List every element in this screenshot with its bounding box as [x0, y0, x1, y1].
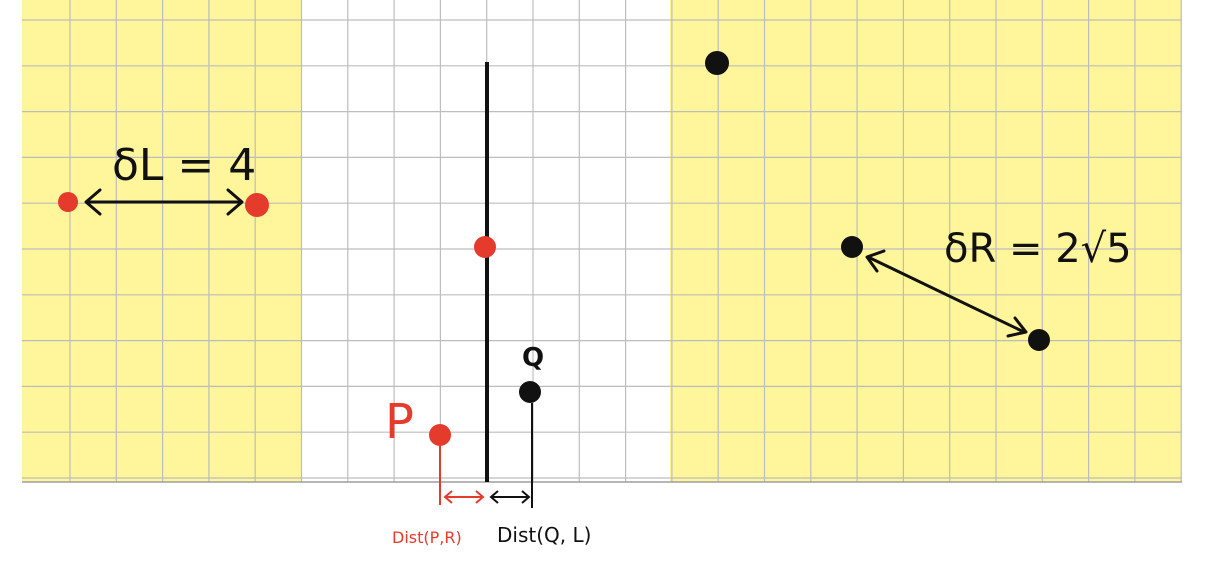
right-half-highlight	[670, 0, 1182, 482]
point-p-label: P	[385, 394, 414, 450]
right-point-a	[841, 236, 863, 258]
left-point-a	[58, 192, 78, 212]
point-q-label: Q	[522, 343, 544, 373]
dist-p-label: Dist(P,R)	[392, 528, 462, 547]
grid	[22, 0, 1182, 482]
dist-q-arrowhead-right	[521, 490, 531, 504]
dist-q-label: Dist(Q, L)	[497, 523, 591, 547]
dist-p-arrowhead-left	[443, 490, 453, 504]
delta-right-label: δR = 2√5	[944, 226, 1132, 272]
dist-p-arrowhead-right	[475, 490, 485, 504]
point-p	[429, 424, 451, 446]
point-q	[519, 381, 541, 403]
left-point-b	[245, 193, 269, 217]
delta-left-label: δL = 4	[112, 140, 256, 191]
dist-q-arrowhead-left	[489, 490, 499, 504]
delta-left-arrowhead-left	[84, 188, 102, 216]
right-top-point	[705, 51, 729, 75]
delta-right-arrow	[867, 255, 1025, 334]
delta-right-arrowhead-right	[1006, 316, 1028, 338]
delta-right-arrowhead-left	[865, 249, 886, 273]
right-point-b	[1028, 329, 1050, 351]
delta-left-arrowhead-right	[226, 188, 244, 216]
line-point	[474, 236, 496, 258]
